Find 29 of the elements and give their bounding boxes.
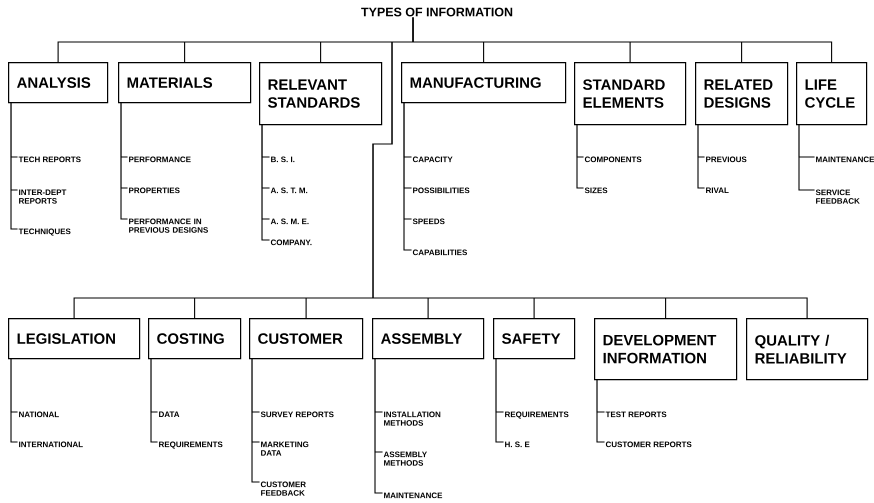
- connector-line: [261, 124, 270, 241]
- connector-line: [374, 358, 383, 494]
- title-text: TYPES OF INFORMATION: [361, 8, 512, 16]
- category-box: RELEVANT STANDARDS: [259, 62, 382, 126]
- category-box: SAFETY: [493, 318, 576, 360]
- connector-line: [10, 358, 18, 443]
- category-box: CUSTOMER: [249, 318, 364, 360]
- connector-line: [798, 124, 815, 191]
- category-box: DEVELOPMENT INFORMATION: [594, 318, 738, 380]
- connector-line: [150, 358, 158, 443]
- connector-line: [596, 380, 605, 443]
- category-box: LIFE CYCLE: [796, 62, 868, 126]
- connector-line: [495, 358, 504, 443]
- connector-line: [576, 124, 584, 189]
- category-box: QUALITY / RELIABILITY: [746, 318, 868, 380]
- category-box: ANALYSIS: [8, 62, 108, 104]
- connector-line: [697, 124, 705, 189]
- category-box: STANDARD ELEMENTS: [574, 62, 686, 126]
- category-box: LEGISLATION: [8, 318, 140, 360]
- connector-line: [403, 102, 412, 251]
- category-box: COSTING: [148, 318, 242, 360]
- category-box: ASSEMBLY: [372, 318, 484, 360]
- connector-line: [10, 102, 18, 230]
- category-box: MANUFACTURING: [401, 62, 566, 104]
- category-box: MATERIALS: [118, 62, 252, 104]
- category-box: RELATED DESIGNS: [695, 62, 788, 126]
- connector-line: [251, 358, 260, 483]
- connector-line: [372, 17, 808, 319]
- connector-line: [120, 102, 128, 220]
